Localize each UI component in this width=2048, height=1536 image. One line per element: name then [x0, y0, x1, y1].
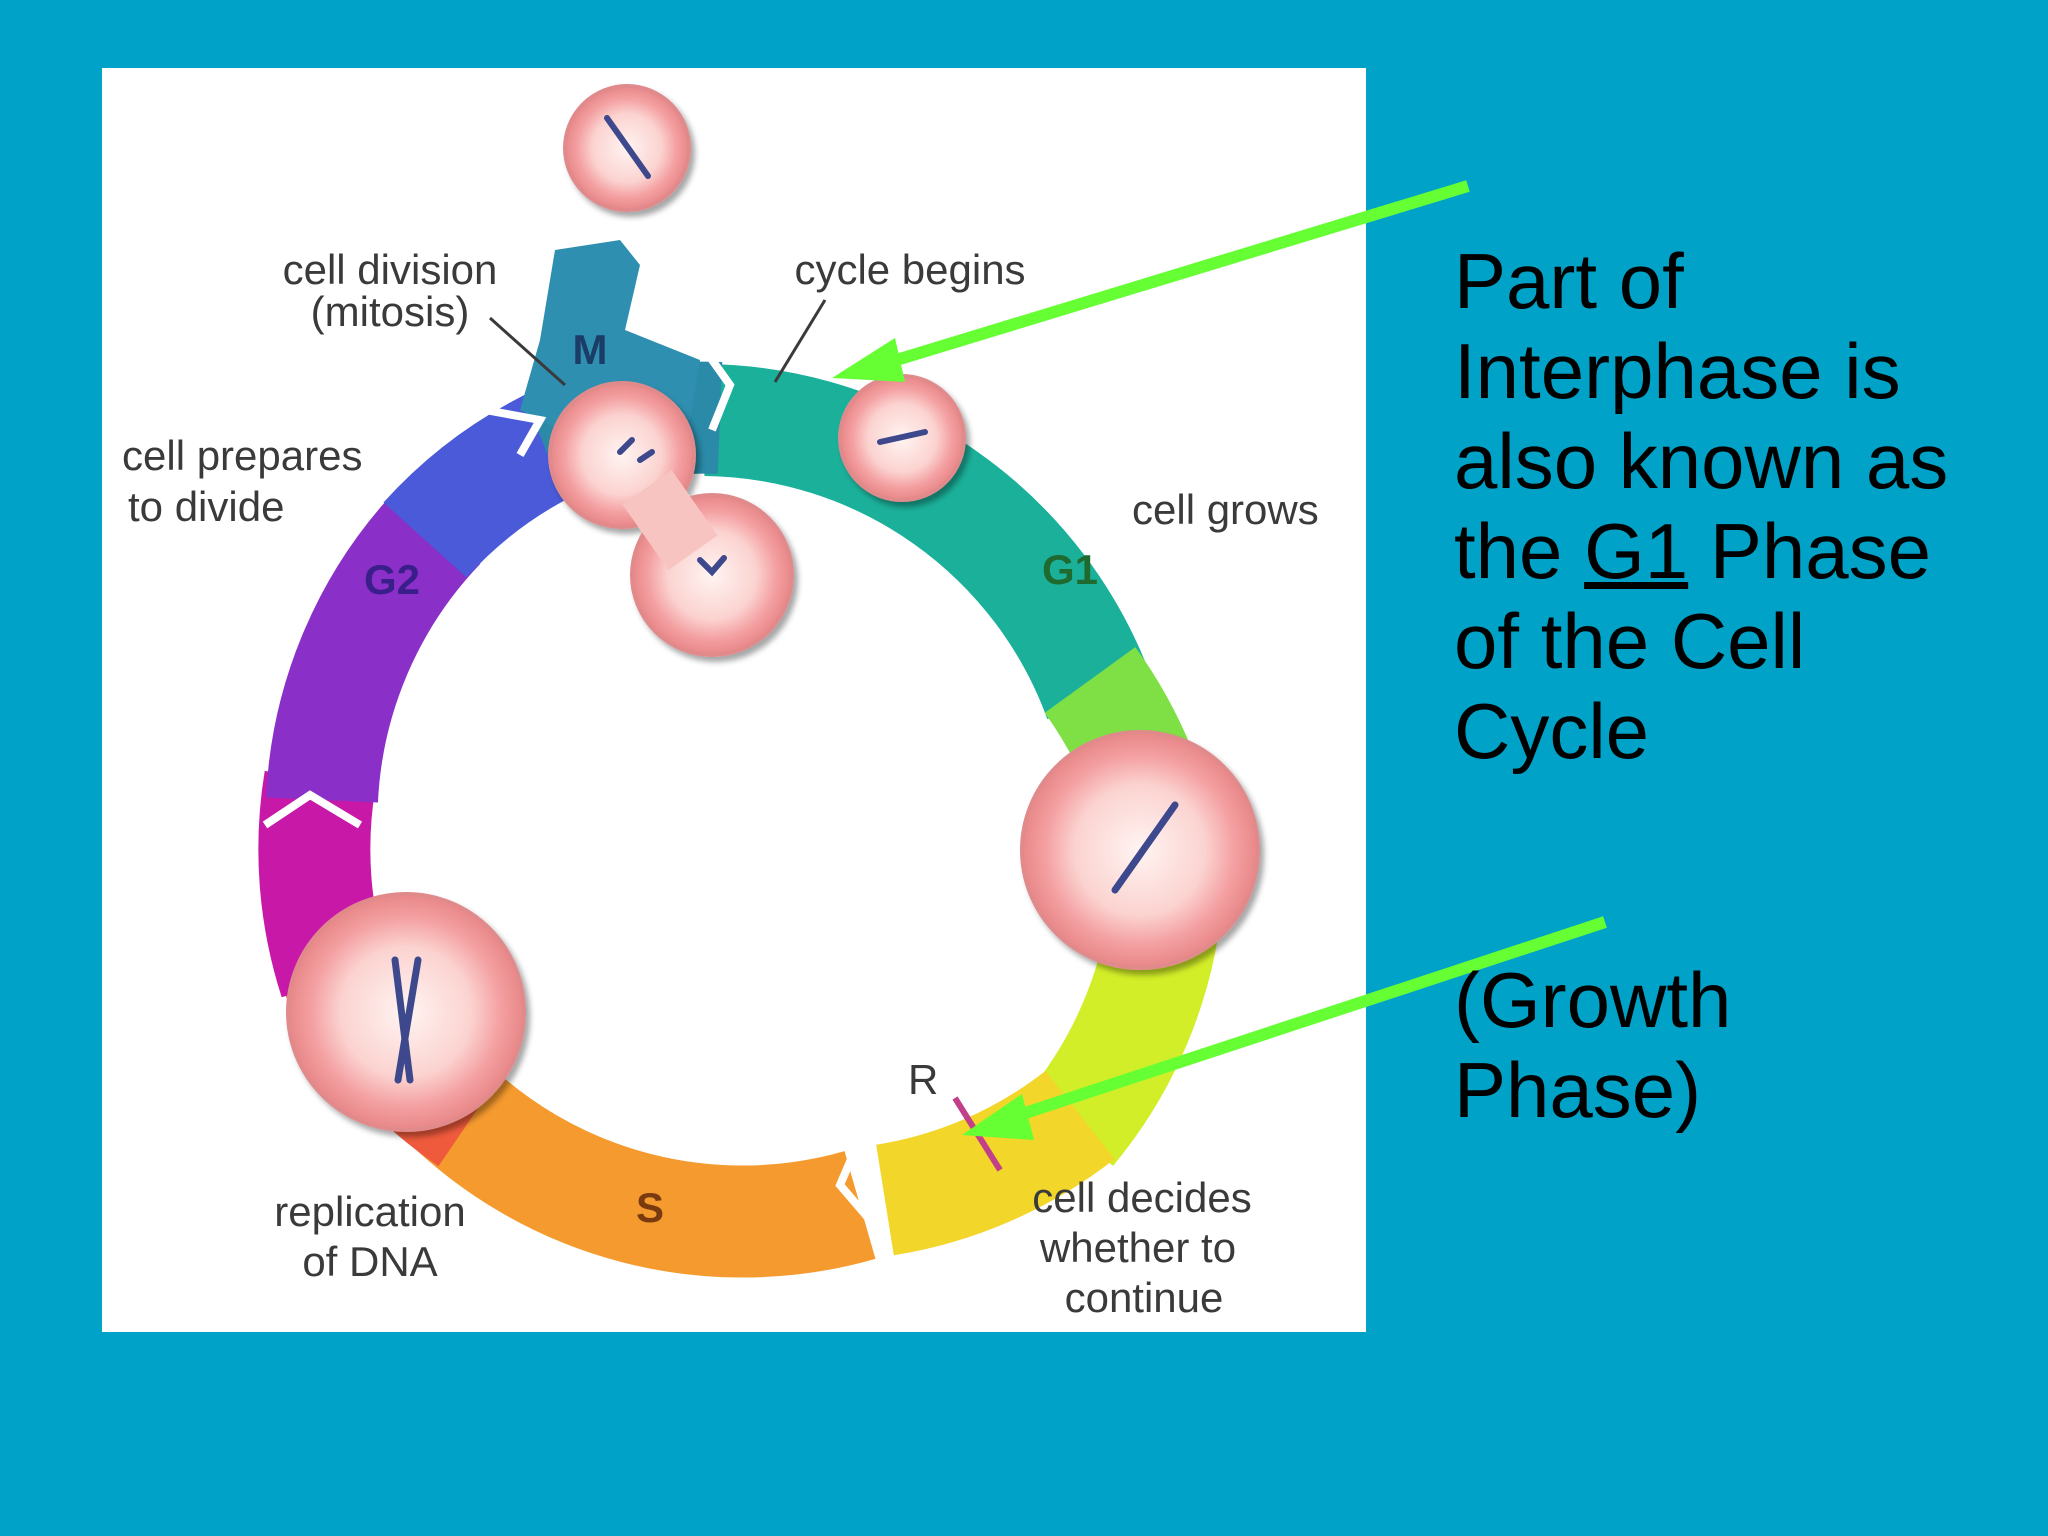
caption-line-3: also known as — [1454, 417, 1949, 505]
caption-the: the — [1454, 507, 1585, 595]
growth-line-2: Phase) — [1454, 1046, 1702, 1134]
caption-g1-term: G1 — [1584, 507, 1689, 595]
caption-line-5: of the Cell — [1454, 597, 1806, 685]
caption-line-1: Part of — [1454, 237, 1684, 325]
interphase-caption: Part of Interphase is also known as the … — [1454, 236, 2014, 776]
growth-line-1: (Growth — [1454, 956, 1732, 1044]
caption-line-2: Interphase is — [1454, 327, 1901, 415]
caption-line-4: the G1 Phase — [1454, 506, 2014, 596]
growth-phase-caption: (Growth Phase) — [1454, 955, 2014, 1135]
caption-line-6: Cycle — [1454, 687, 1650, 775]
diagram-panel — [102, 68, 1366, 1332]
caption-phase: Phase — [1688, 507, 1932, 595]
